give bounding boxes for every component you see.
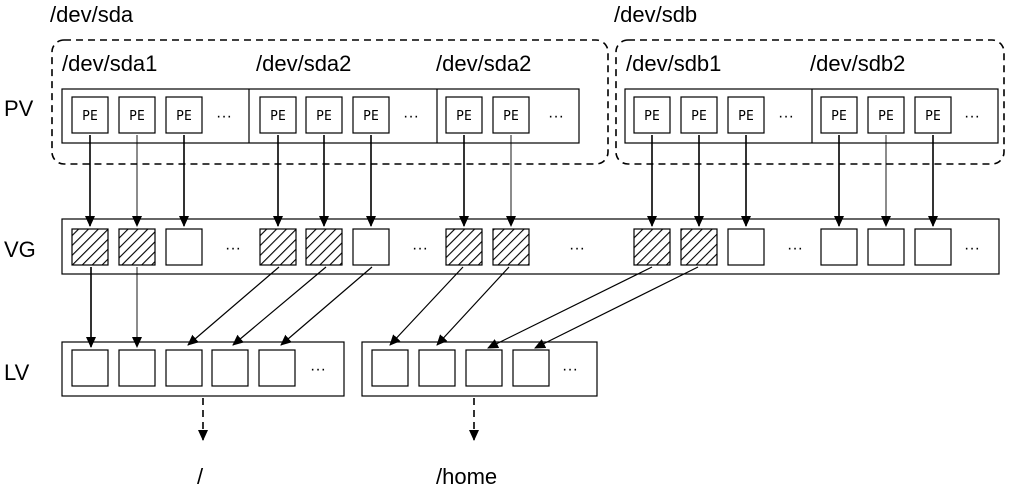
ellipsis: ··· [778, 108, 794, 125]
logical-extent [465, 349, 503, 387]
layer-label-lv: LV [4, 360, 30, 385]
vg-container [61, 218, 1000, 275]
lv-container-root [61, 341, 345, 397]
allocated-extent [492, 228, 530, 266]
logical-extent [71, 349, 109, 387]
free-extent [727, 228, 765, 266]
pe-label: PE [831, 109, 847, 124]
partition-label-sdb1: /dev/sdb1 [626, 51, 721, 76]
physical-extent [680, 96, 718, 134]
mapping-arrows [85, 135, 938, 349]
mapping-arrow [280, 266, 373, 346]
mapping-arrow [232, 266, 327, 346]
disk-sda-boundary [51, 39, 609, 165]
logical-extent [165, 349, 203, 387]
pe-label: PE [925, 109, 941, 124]
mapping-arrow [389, 266, 464, 346]
logical-extent [371, 349, 409, 387]
allocated-extent [305, 228, 343, 266]
logical-extent [118, 349, 156, 387]
ellipsis: ··· [310, 361, 326, 378]
ellipsis: ··· [412, 240, 428, 257]
physical-extent [259, 96, 297, 134]
physical-extent [492, 96, 530, 134]
allocated-extent [71, 228, 109, 266]
physical-extent [118, 96, 156, 134]
ellipsis: ··· [216, 108, 232, 125]
pe-label: PE [270, 109, 286, 124]
ellipsis: ··· [787, 240, 803, 257]
lv-container-home [361, 341, 598, 397]
mount-label-root: / [197, 464, 204, 488]
free-extent [867, 228, 905, 266]
free-extent [352, 228, 390, 266]
physical-extents: PE PE PE PE PE PE PE PE PE PE PE PE PE PE [71, 96, 952, 134]
physical-extent [914, 96, 952, 134]
ellipses: ··· ··· ··· ··· ··· ··· ··· ··· ··· ··· ··· ··· [216, 108, 980, 378]
mapping-arrow [534, 266, 699, 349]
pe-label: PE [878, 109, 894, 124]
logical-volume-extents [71, 349, 550, 387]
physical-extent [445, 96, 483, 134]
partition-label-sdb2: /dev/sdb2 [810, 51, 905, 76]
disk-sdb-boundary [615, 39, 1005, 165]
mapping-arrow [187, 266, 280, 346]
physical-extent [305, 96, 343, 134]
ellipsis: ··· [562, 361, 578, 378]
pe-label: PE [316, 109, 332, 124]
pe-label: PE [129, 109, 145, 124]
pe-label: PE [456, 109, 472, 124]
logical-extent [418, 349, 456, 387]
ellipsis: ··· [569, 240, 585, 257]
layer-label-vg: VG [4, 237, 36, 262]
logical-extent [211, 349, 249, 387]
pe-label: PE [503, 109, 519, 124]
physical-extent [727, 96, 765, 134]
physical-extent [867, 96, 905, 134]
pe-label: PE [691, 109, 707, 124]
pe-label: PE [176, 109, 192, 124]
pe-label: PE [738, 109, 754, 124]
free-extent [165, 228, 203, 266]
allocated-extent [633, 228, 671, 266]
allocated-extent [445, 228, 483, 266]
partition-label-sda1: /dev/sda1 [62, 51, 157, 76]
physical-extent [352, 96, 390, 134]
ellipsis: ··· [964, 108, 980, 125]
partition-label-sda2-second: /dev/sda2 [436, 51, 531, 76]
pe-label: PE [644, 109, 660, 124]
mapping-arrow [487, 266, 653, 349]
physical-extent [165, 96, 203, 134]
layer-label-pv: PV [4, 96, 34, 121]
ellipsis: ··· [403, 108, 419, 125]
volume-group-extents [71, 228, 952, 266]
physical-extent [820, 96, 858, 134]
disk-label-sda: /dev/sda [50, 2, 134, 27]
physical-extent [71, 96, 109, 134]
ellipsis: ··· [548, 108, 564, 125]
free-extent [914, 228, 952, 266]
mapping-arrow [436, 266, 510, 346]
free-extent [820, 228, 858, 266]
physical-extent [633, 96, 671, 134]
mount-label-home: /home [436, 464, 497, 488]
ellipsis: ··· [964, 240, 980, 257]
ellipsis: ··· [225, 240, 241, 257]
allocated-extent [680, 228, 718, 266]
allocated-extent [259, 228, 297, 266]
logical-extent [258, 349, 296, 387]
partition-label-sda2: /dev/sda2 [256, 51, 351, 76]
pe-label: PE [363, 109, 379, 124]
pv-container-sda [61, 88, 580, 144]
disk-label-sdb: /dev/sdb [614, 2, 697, 27]
allocated-extent [118, 228, 156, 266]
pe-label: PE [82, 109, 98, 124]
logical-extent [512, 349, 550, 387]
